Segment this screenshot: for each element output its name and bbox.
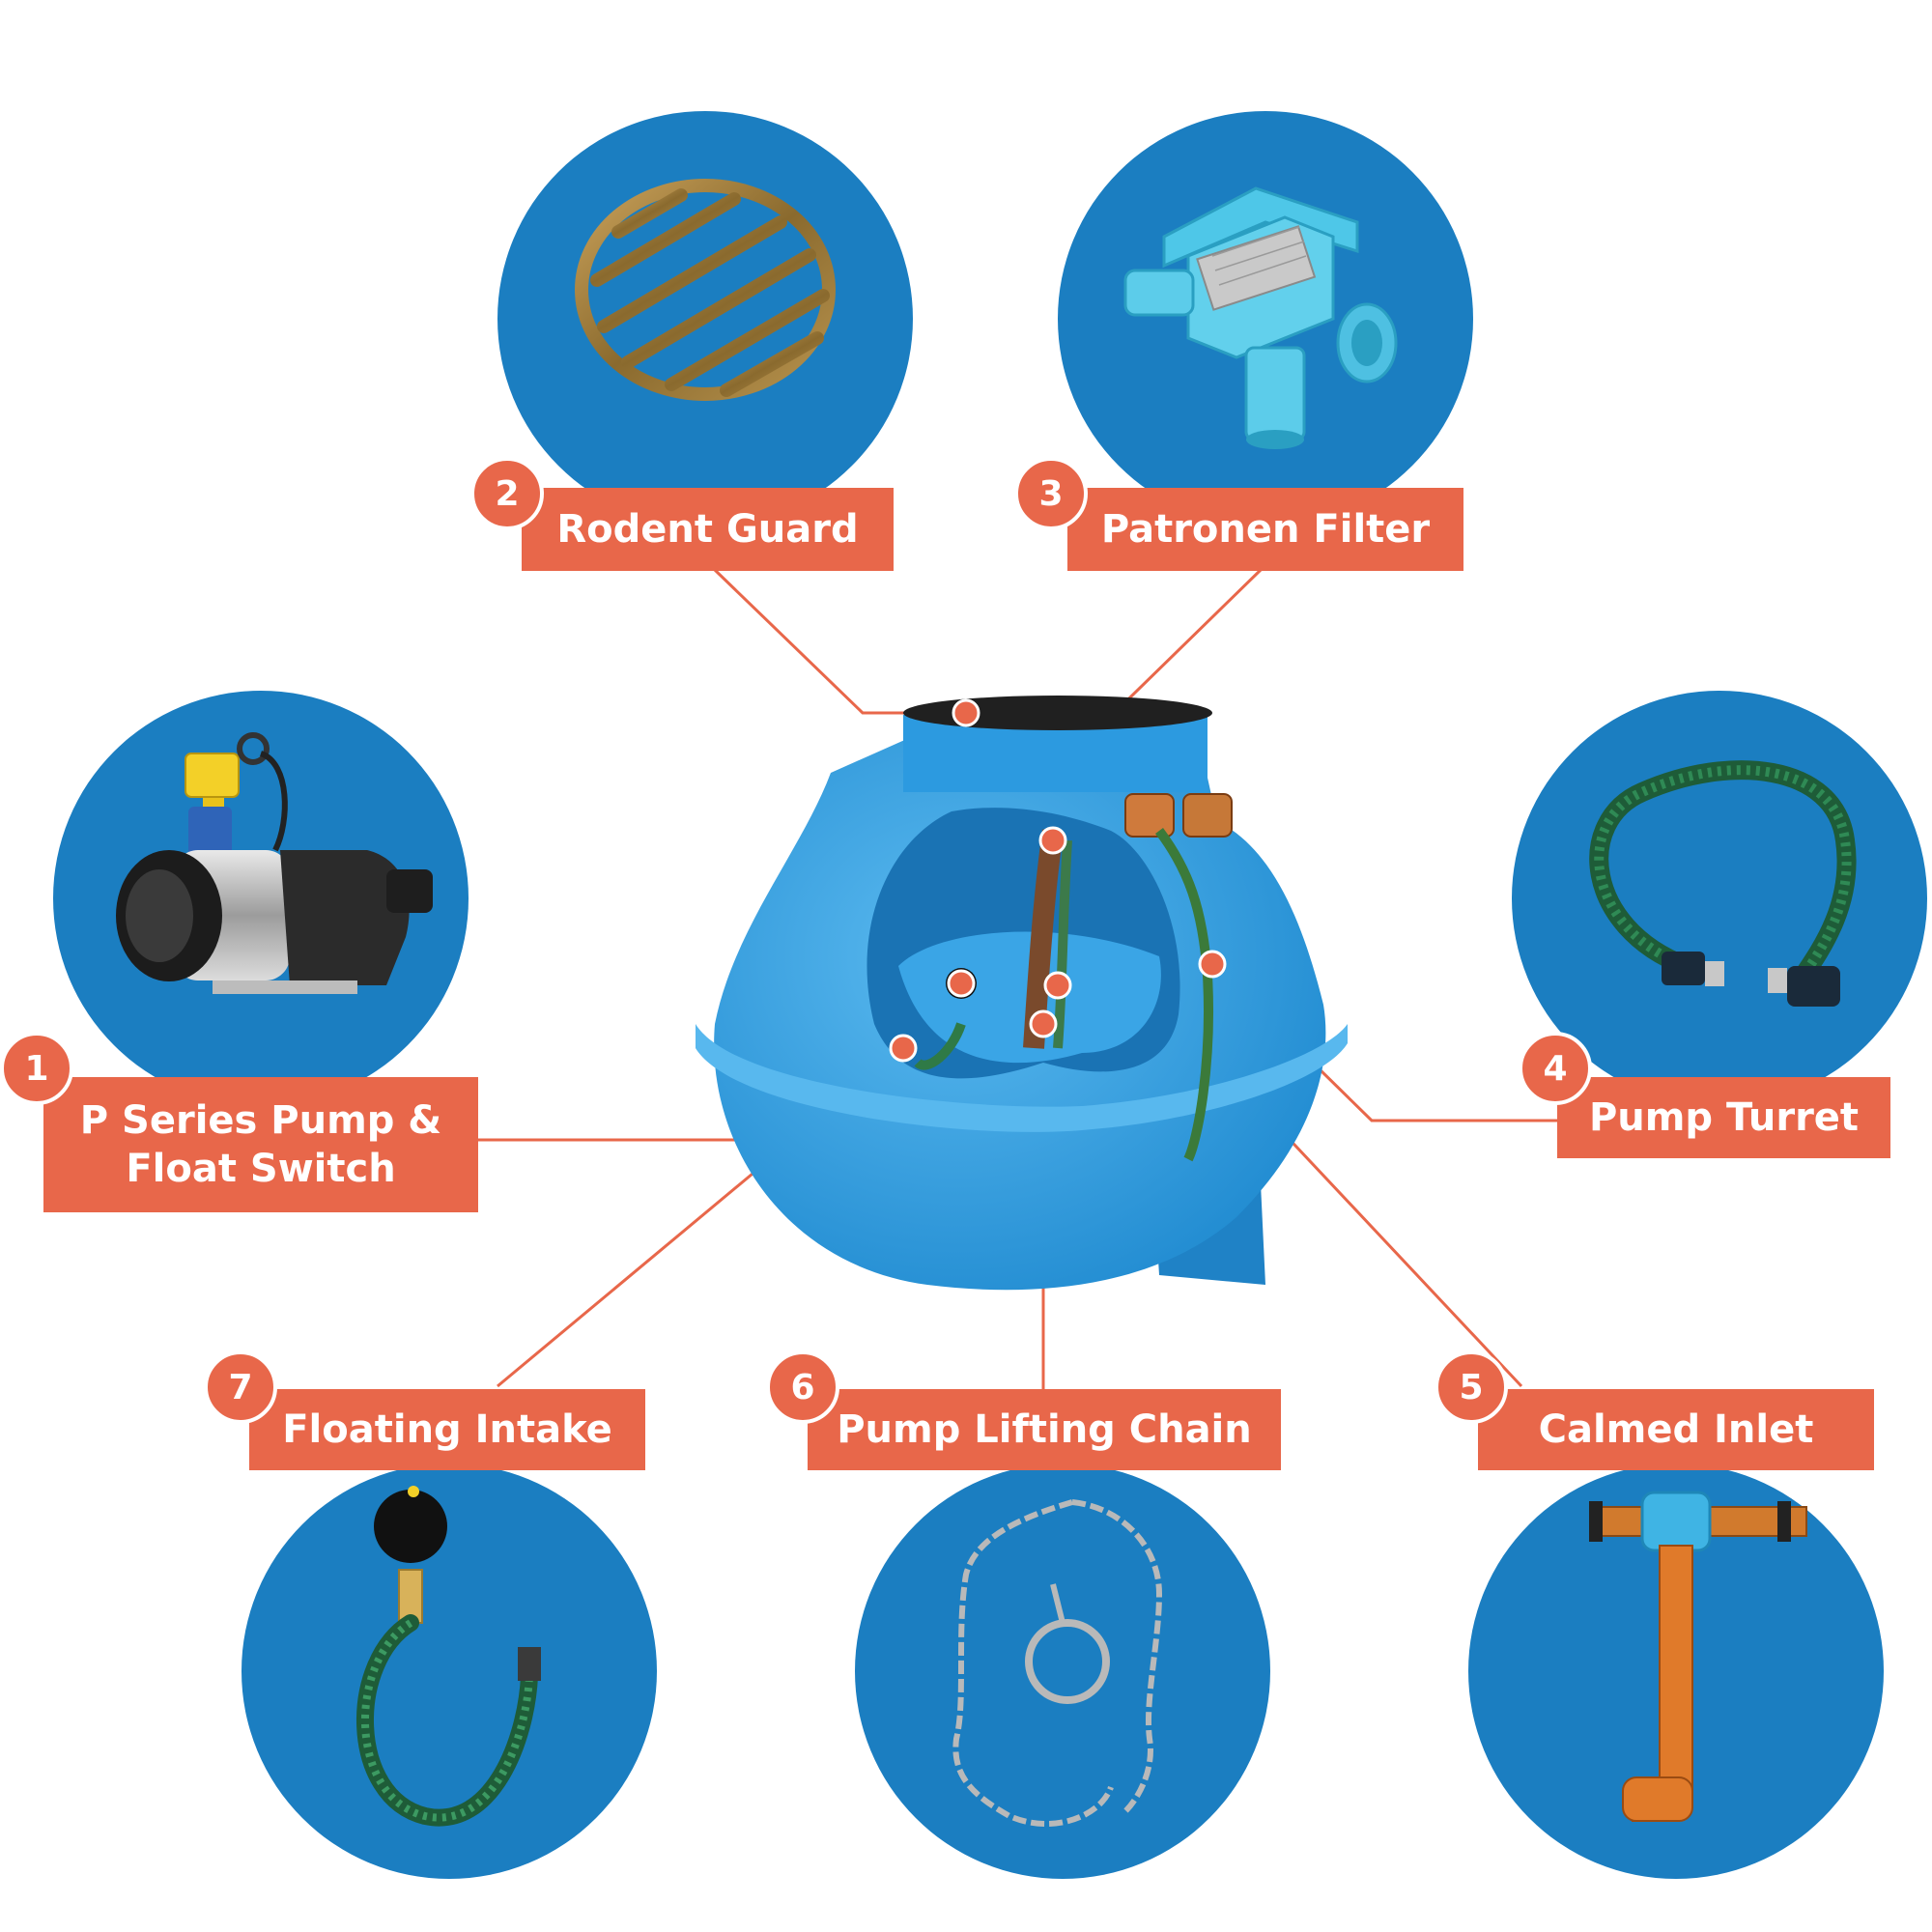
label-pump-lifting-chain: Pump Lifting Chain (808, 1389, 1281, 1470)
leader-line-2 (713, 568, 966, 715)
marker-dot-pump-turret (1198, 950, 1227, 979)
filter-icon (1123, 186, 1398, 449)
marker-dot-pump (947, 969, 976, 998)
marker-dot-patronen-filter (1038, 826, 1067, 855)
circle-floating-intake (242, 1463, 657, 1879)
label-patronen-filter: Patronen Filter (1067, 488, 1463, 571)
label-pump-float-switch: P Series Pump & Float Switch (43, 1077, 478, 1212)
badge-6: 6 (766, 1350, 839, 1424)
marker-dot-calmed-inlet (1043, 971, 1072, 1000)
label-pump-line-1: P Series Pump & (79, 1098, 442, 1143)
label-pump-line-2: Float Switch (126, 1147, 396, 1191)
label-calmed-inlet: Calmed Inlet (1478, 1389, 1874, 1470)
badge-4: 4 (1519, 1032, 1592, 1105)
tank-illustration (696, 696, 1348, 1291)
label-pump-turret: Pump Turret (1557, 1077, 1890, 1158)
label-floating-intake: Floating Intake (249, 1389, 645, 1470)
tank-marker-dots (889, 698, 1227, 1063)
marker-dot-lifting-chain (1029, 1009, 1058, 1038)
marker-dot-floating-intake (889, 1034, 918, 1063)
badge-1: 1 (0, 1032, 73, 1105)
pump-icon (116, 732, 433, 994)
marker-dot-rodent-guard (952, 698, 980, 727)
chain-icon (952, 1499, 1163, 1827)
badge-5: 5 (1435, 1350, 1508, 1424)
floating-intake-icon (356, 1486, 541, 1827)
badge-7: 7 (204, 1350, 277, 1424)
label-rodent-guard: Rodent Guard (522, 488, 894, 571)
rodent-guard-grate-icon (575, 179, 836, 401)
badge-2: 2 (470, 457, 544, 530)
badge-3: 3 (1014, 457, 1088, 530)
hose-icon (1589, 760, 1857, 1007)
circle-lifting-chain (855, 1463, 1270, 1879)
inlet-pipe-icon (1589, 1491, 1807, 1822)
